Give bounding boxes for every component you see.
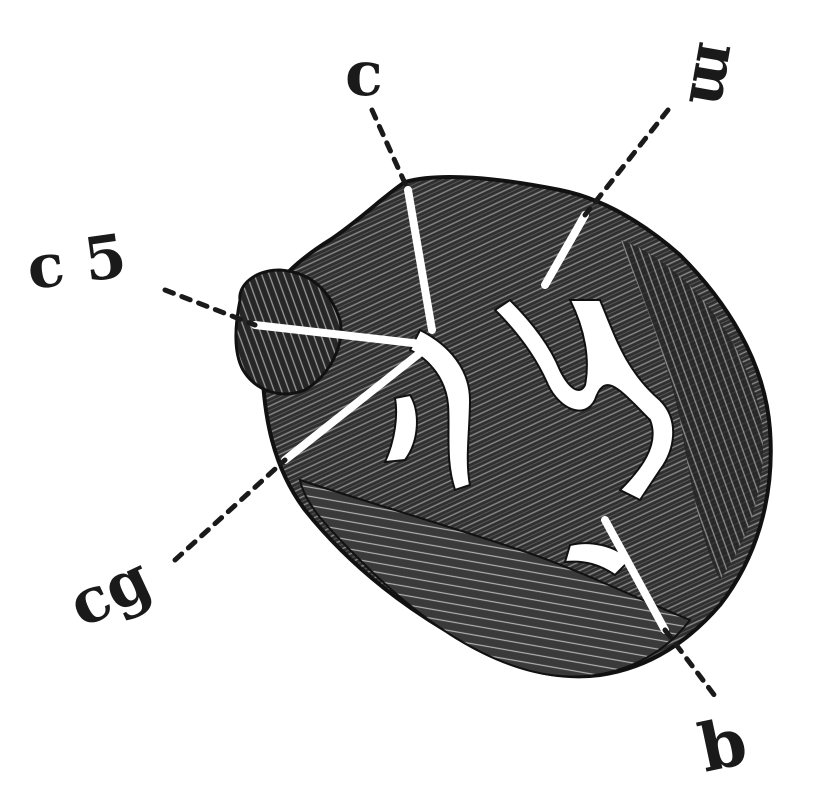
label-b: b bbox=[692, 702, 753, 788]
label-cg: cg bbox=[57, 541, 161, 641]
label-m: m bbox=[674, 37, 754, 112]
leader-c-top bbox=[372, 110, 408, 190]
leader-m bbox=[585, 110, 668, 215]
brain-section bbox=[236, 177, 771, 677]
label-c-top: c bbox=[345, 37, 383, 110]
leader-cg bbox=[175, 460, 285, 560]
label-c5: c 5 bbox=[23, 221, 131, 304]
